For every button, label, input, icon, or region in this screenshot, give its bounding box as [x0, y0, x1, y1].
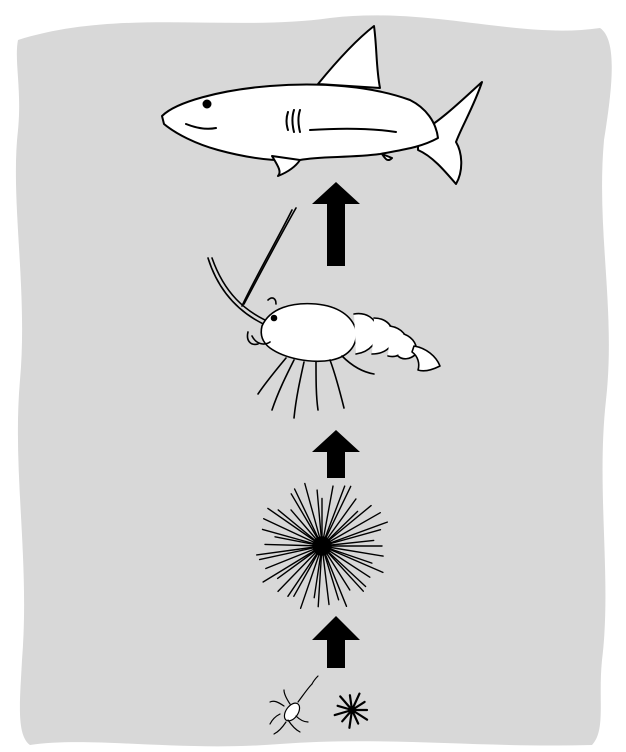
- phytoplankton-core: [349, 707, 355, 713]
- urchin-body: [313, 537, 331, 555]
